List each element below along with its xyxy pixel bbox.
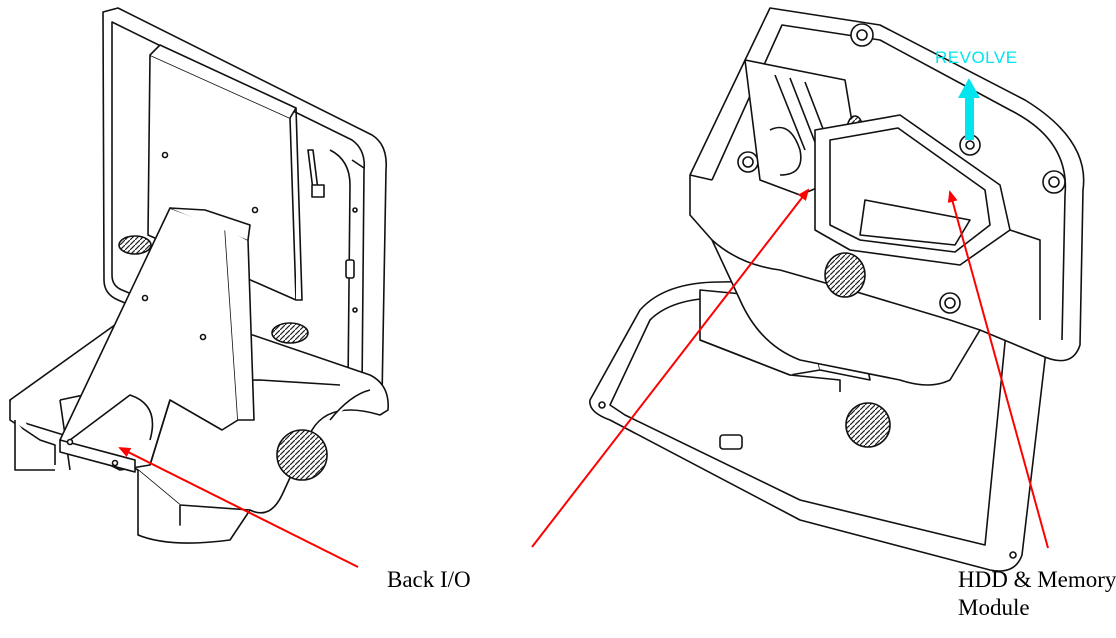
revolve-label: REVOLVE <box>935 48 1018 67</box>
hdd-memory-label-line2: Module <box>958 594 1030 620</box>
back-io-callout-arrow-2 <box>531 188 810 548</box>
terminal-bottom-view <box>589 7 1085 572</box>
hdd-memory-label-line1: HDD & Memory <box>958 567 1116 592</box>
back-io-label: Back I/O <box>387 567 471 592</box>
hdd-callout-arrow <box>947 190 1049 549</box>
revolve-arrow <box>958 78 980 140</box>
hdd-memory-label: HDD & Memory Module <box>958 566 1116 621</box>
back-io-callout-arrow <box>118 447 359 568</box>
terminal-rear-view <box>9 7 389 544</box>
